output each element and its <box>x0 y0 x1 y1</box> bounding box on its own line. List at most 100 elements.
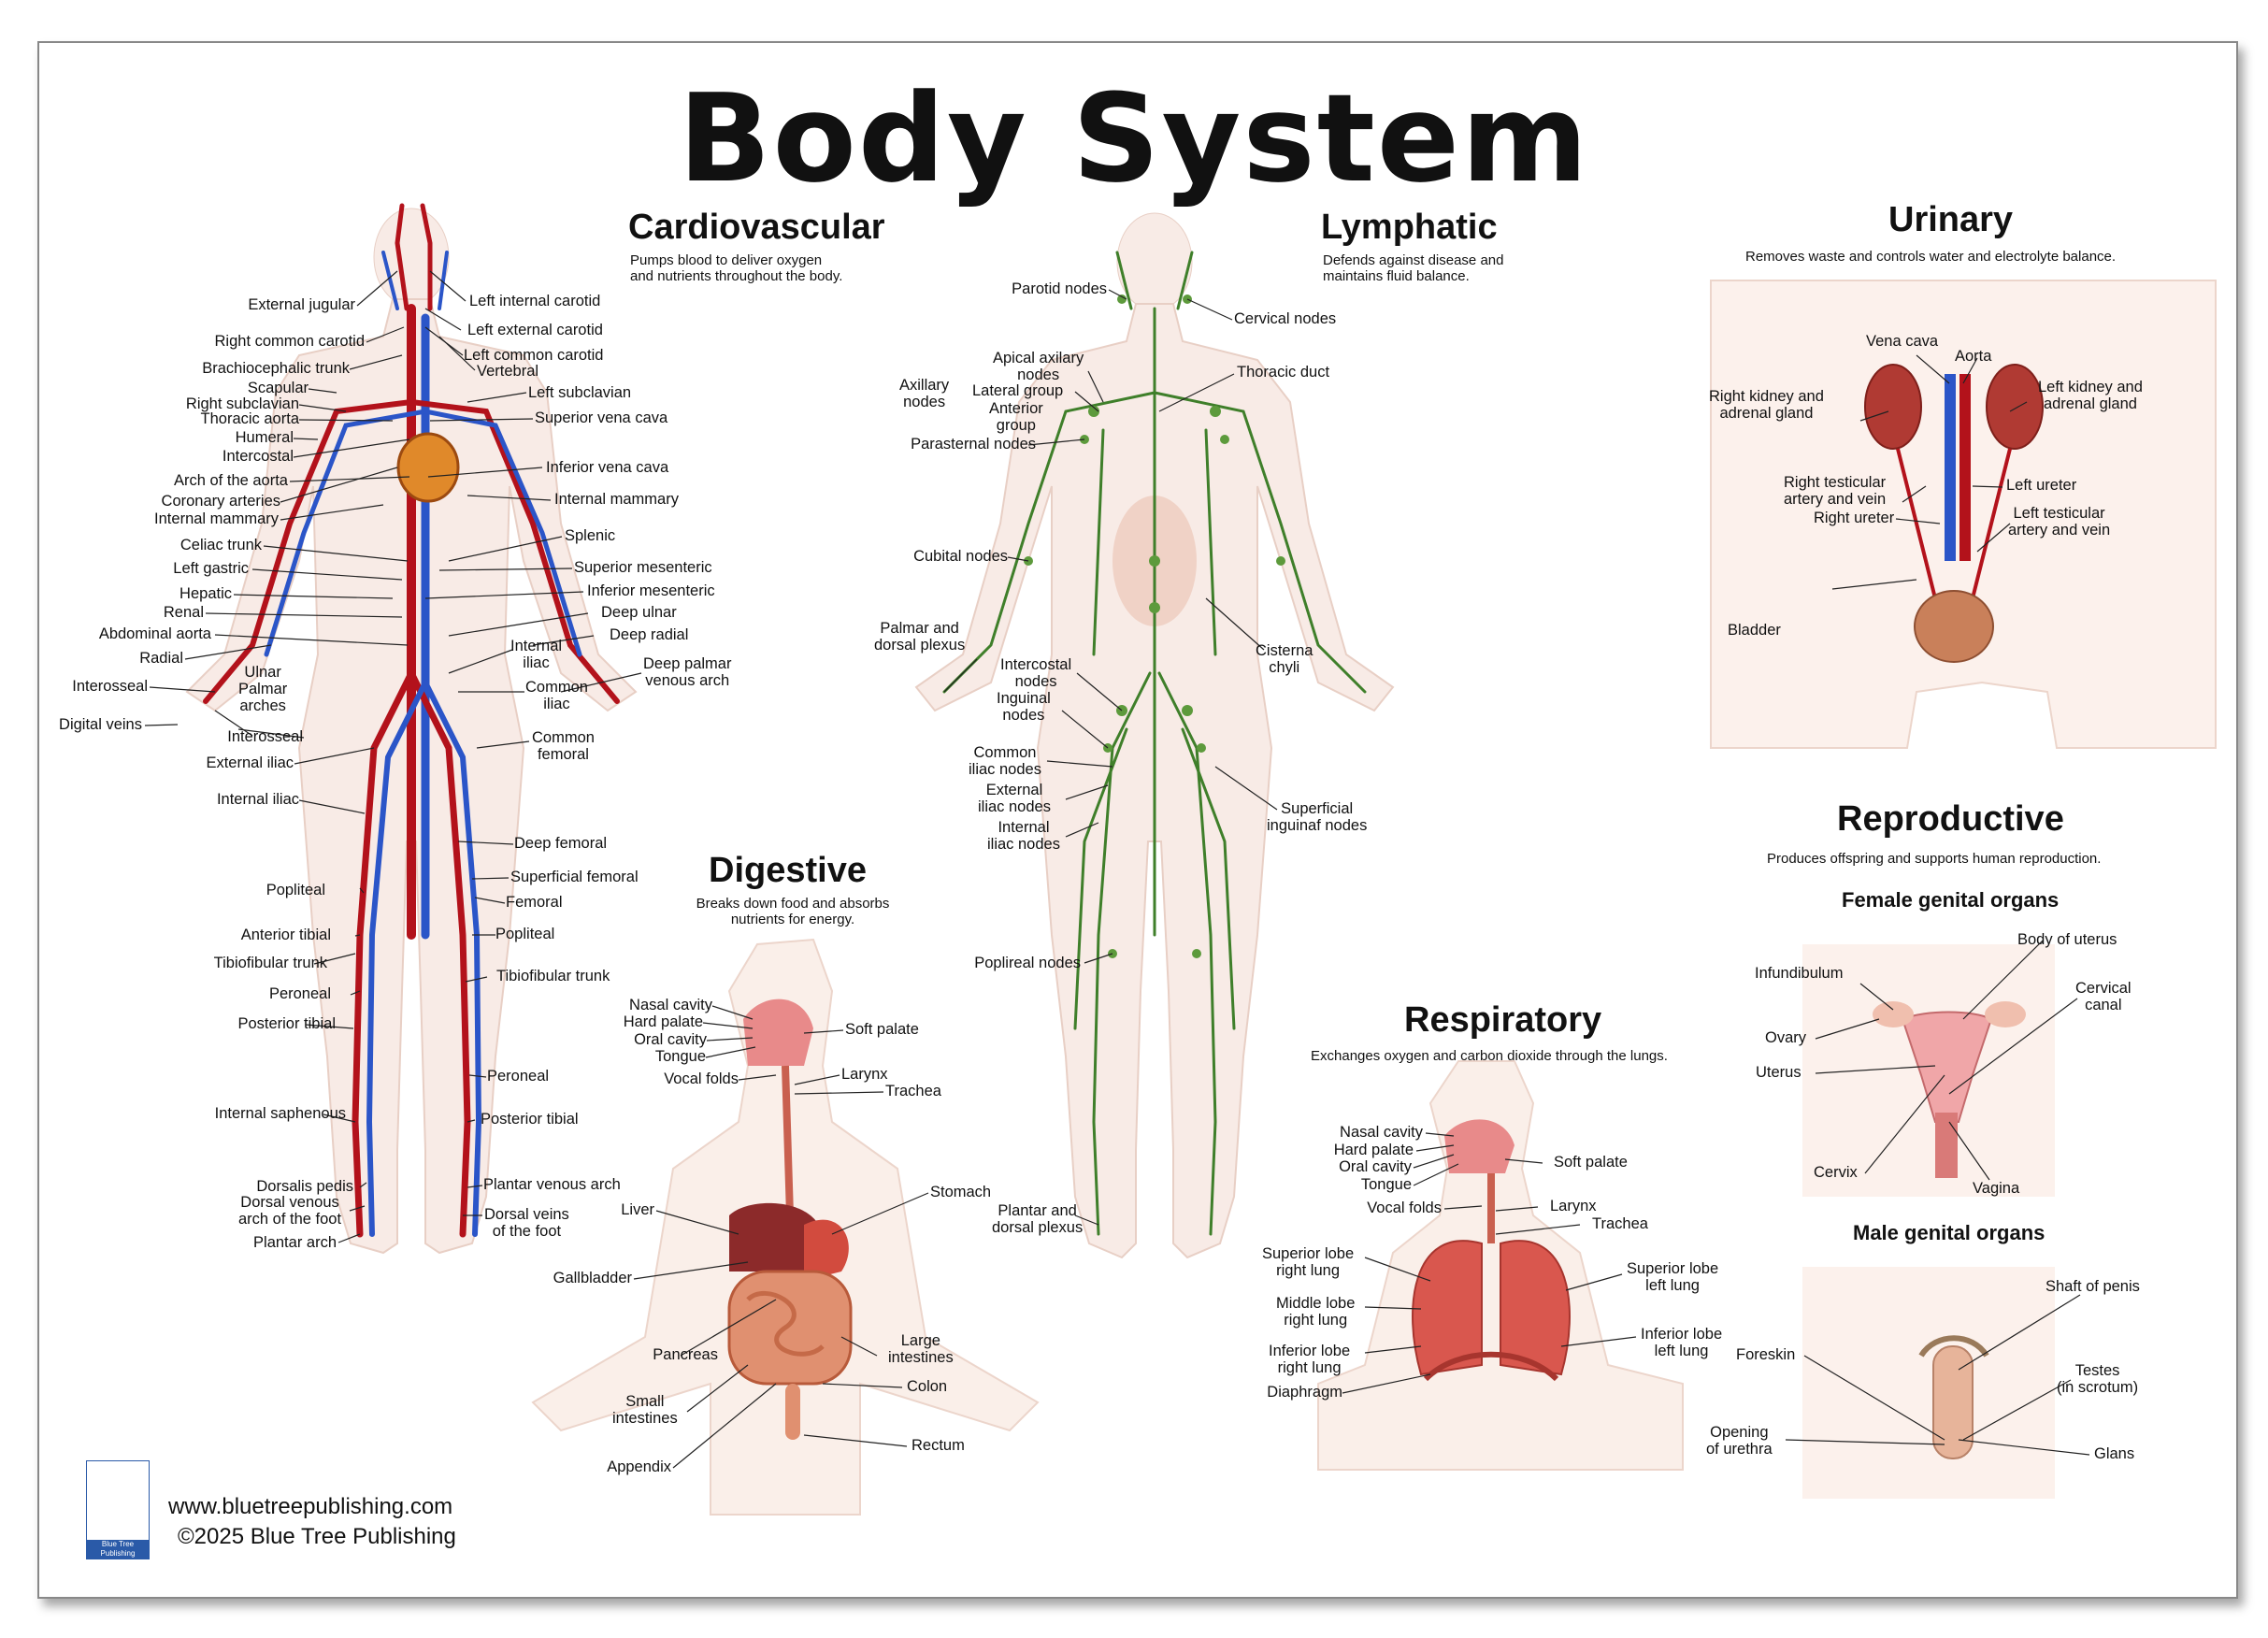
label: Thoracic duct <box>1237 364 1330 381</box>
label: Tongue <box>654 1048 706 1065</box>
label: Hard palate <box>623 1013 703 1030</box>
label: Inferior lobe left lung <box>1641 1326 1723 1359</box>
label: Oral cavity <box>1339 1158 1412 1175</box>
logo-text: Blue Tree Publishing <box>87 1540 149 1559</box>
label: Vena cava <box>1866 333 1939 350</box>
label: Femoral <box>506 894 563 911</box>
label: Ulnar Palmar arches <box>238 664 288 714</box>
label: Right kidney and adrenal gland <box>1709 388 1824 422</box>
label: Trachea <box>1592 1215 1648 1232</box>
label: Inguinal nodes <box>997 690 1051 724</box>
urinary-description: Removes waste and controls water and ele… <box>1745 249 2117 265</box>
label: Tibiofibular trunk <box>213 955 327 971</box>
label: Intercostal nodes <box>1000 656 1072 690</box>
label: Nasal cavity <box>629 997 712 1013</box>
label: Left external carotid <box>467 322 603 338</box>
label: Cisterna chyli <box>1256 642 1313 676</box>
label: Colon <box>907 1378 948 1395</box>
cardiovascular-title: Cardiovascular <box>628 208 885 247</box>
label: Vocal folds <box>1367 1200 1442 1216</box>
label: Aorta <box>1955 348 1992 365</box>
publisher-logo: Blue Tree Publishing <box>86 1460 150 1559</box>
label: Thoracic aorta <box>200 410 299 427</box>
label: Soft palate <box>845 1021 919 1038</box>
digestive-description: Breaks down food and absorbs nutrients f… <box>696 896 890 927</box>
label: Right common carotid <box>214 333 365 350</box>
label: Interosseal <box>72 678 148 695</box>
label: Internal iliac <box>510 638 563 671</box>
label: Deep radial <box>610 626 689 643</box>
label: Body of uterus <box>2017 931 2117 948</box>
label: Tongue <box>1360 1176 1412 1193</box>
label: Tibiofibular trunk <box>496 968 610 984</box>
label: Right subclavian <box>185 395 299 412</box>
label: Deep ulnar <box>601 604 677 621</box>
label: Renal <box>163 604 204 621</box>
label: Cubital nodes <box>913 548 1008 565</box>
label: Superficial femoral <box>510 869 639 885</box>
label: Arch of the aorta <box>174 472 288 489</box>
label: Poplireal nodes <box>974 955 1081 971</box>
digestive-title: Digestive <box>709 851 867 890</box>
label: Stomach <box>930 1184 992 1200</box>
label: Hard palate <box>1333 1142 1414 1158</box>
label: Internal iliac <box>216 791 299 808</box>
label: Lateral group <box>972 382 1064 399</box>
label: Gallbladder <box>553 1270 632 1286</box>
label: Right ureter <box>1814 510 1895 526</box>
label: Parasternal nodes <box>911 436 1036 453</box>
cardiovascular-description: Pumps blood to deliver oxygen and nutrie… <box>630 252 843 284</box>
label: Shaft of penis <box>2046 1278 2140 1295</box>
label: Superior vena cava <box>535 410 668 426</box>
lymphatic-title: Lymphatic <box>1321 208 1498 247</box>
label: Glans <box>2094 1445 2135 1462</box>
lymphatic-description: Defends against disease and maintains fl… <box>1323 252 1504 284</box>
label: Radial <box>139 650 183 667</box>
label: Left common carotid <box>464 347 604 364</box>
label: Posterior tibial <box>237 1015 336 1032</box>
label: Left subclavian <box>528 384 632 401</box>
label: Common iliac <box>525 679 588 712</box>
label: Left testicular artery and vein <box>2008 505 2111 539</box>
label: Superior mesenteric <box>574 559 712 576</box>
label: Rectum <box>912 1437 965 1454</box>
label: Popliteal <box>266 882 325 898</box>
respiratory-description: Exchanges oxygen and carbon dioxide thro… <box>1311 1048 1668 1064</box>
label: Trachea <box>885 1083 941 1099</box>
label: Infundibulum <box>1755 965 1844 982</box>
label: Liver <box>621 1201 654 1218</box>
label: Cervix <box>1814 1164 1858 1181</box>
label: Vagina <box>1973 1180 2020 1197</box>
label: Splenic <box>565 527 616 544</box>
label: Inferior vena cava <box>546 459 669 476</box>
label: Anterior group <box>989 400 1043 434</box>
label: Peroneal <box>487 1068 550 1085</box>
label: Cervical canal <box>2075 980 2132 1013</box>
reproductive-description: Produces offspring and supports human re… <box>1767 851 2102 867</box>
label: Inferior lobe right lung <box>1269 1343 1351 1376</box>
label: Apical axilary nodes <box>993 350 1084 383</box>
label: Digital veins <box>59 716 142 733</box>
label: Dorsal venous arch of the foot <box>238 1194 342 1228</box>
lymphatic-figure <box>914 212 1395 1259</box>
label: Internal mammary <box>154 510 279 527</box>
label: Peroneal <box>268 985 331 1002</box>
label: Vocal folds <box>664 1070 739 1087</box>
label: Posterior tibial <box>481 1111 579 1128</box>
label: Bladder <box>1728 622 1781 639</box>
label: Ovary <box>1765 1029 1807 1046</box>
label: Superior lobe left lung <box>1627 1260 1719 1294</box>
label: Plantar arch <box>253 1234 337 1251</box>
respiratory-figure <box>1317 1060 1684 1471</box>
label: Inferior mesenteric <box>587 582 715 599</box>
label: Popliteal <box>495 926 555 942</box>
label: Hepatic <box>179 585 232 602</box>
label: Superior lobe right lung <box>1262 1245 1355 1279</box>
label: Abdominal aorta <box>98 625 211 642</box>
label: Internal iliac nodes <box>987 819 1060 853</box>
label: Plantar venous arch <box>483 1176 621 1193</box>
label: Middle lobe right lung <box>1276 1295 1356 1329</box>
label: Opening of urethra <box>1706 1424 1773 1458</box>
label: Left gastric <box>173 560 249 577</box>
